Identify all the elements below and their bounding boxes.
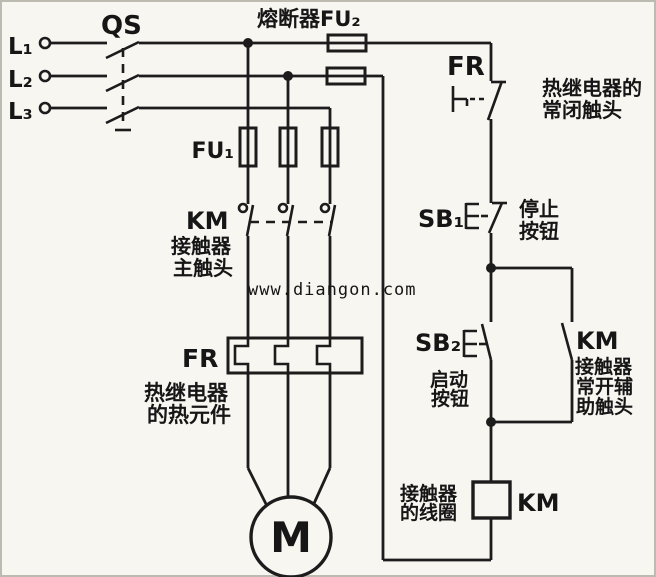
km-main-contacts: KM 接触器 主触头	[171, 202, 337, 338]
sb1-desc-1: 停止	[519, 197, 559, 221]
motor-wire-1-diag	[246, 467, 270, 509]
terminal-l3-icon	[38, 101, 52, 115]
fr-heater-box	[226, 336, 364, 375]
fr-nc-blade	[486, 80, 504, 121]
fu2-fuses: 熔断器FU₂	[257, 7, 368, 86]
fr-nc-contact: FR 热继电器的 常闭触头	[447, 52, 642, 203]
km-main-blade-2	[285, 204, 295, 237]
phase-l2-label: L₂	[8, 67, 33, 93]
fuse-icon	[278, 126, 298, 168]
km-main-desc-1: 接触器	[171, 234, 232, 258]
phase-terminals: L₁ L₂ L₃	[8, 34, 107, 125]
sb2-label: SB₂	[415, 329, 461, 357]
km-aux-desc-3: 助触头	[576, 395, 633, 418]
contact-terminal-icon	[277, 202, 289, 214]
motor-circle-icon	[249, 495, 333, 577]
sb2-actuator-icon	[462, 329, 477, 358]
km-coil-desc-2: 的线圈	[400, 501, 457, 524]
km-coil: KM 接触器 的线圈	[400, 422, 559, 560]
sb1-label: SB₁	[418, 205, 464, 233]
fr-heater-desc-2: 的热元件	[147, 403, 231, 427]
fr-nc-label: FR	[447, 52, 485, 82]
phase-l1-label: L₁	[8, 34, 33, 60]
fuse-icon	[320, 126, 340, 168]
fr-nc-desc-1: 热继电器的	[542, 76, 642, 100]
heater-element-icon	[315, 338, 332, 373]
bus-wires	[139, 38, 491, 204]
power-circuit: L₁ L₂ L₃ QS	[8, 7, 491, 577]
coil-box-icon	[471, 480, 512, 520]
heater-element-icon	[233, 338, 250, 373]
km-coil-desc-1: 接触器	[400, 482, 458, 505]
km-aux-desc-1: 接触器	[575, 355, 633, 378]
km-aux-contact: KM 接触器 常开辅 助触头	[491, 266, 633, 424]
km-aux-blade	[560, 322, 574, 361]
km-main-desc-2: 主触头	[173, 256, 233, 280]
fr-heater-label: FR	[182, 344, 218, 373]
heater-element-icon	[273, 338, 290, 373]
fuse-icon	[325, 66, 367, 86]
km-aux-label: KM	[576, 327, 618, 355]
watermark-text: www.diangon.com	[248, 280, 417, 300]
sb1-blade	[487, 202, 504, 234]
km-main-blade-3	[327, 204, 337, 237]
fu2-label: 熔断器FU₂	[257, 7, 361, 31]
contact-terminal-icon	[319, 202, 331, 214]
km-main-blade-1	[245, 204, 255, 237]
sb2-start-button: SB₂ 启动 按钮	[415, 268, 496, 427]
motor-label: M	[270, 513, 312, 562]
km-main-label: KM	[186, 207, 228, 235]
sb2-blade	[480, 323, 493, 361]
km-aux-desc-2: 常开辅	[576, 375, 633, 398]
km-coil-label: KM	[517, 489, 559, 517]
sb1-actuator-icon	[464, 202, 479, 230]
fuse-icon	[326, 33, 368, 53]
motor-wire-3-diag	[310, 467, 332, 509]
control-circuit: FR 热继电器的 常闭触头 SB₁ 停止 按钮 SB₂ 启动	[381, 43, 642, 562]
motor: M	[246, 373, 333, 577]
control-rails	[381, 43, 493, 562]
terminal-l2-icon	[38, 69, 52, 83]
phase-l3-label: L₃	[8, 99, 33, 125]
fuse-icon	[238, 126, 258, 168]
terminal-l1-icon	[38, 36, 52, 50]
contact-terminal-icon	[237, 202, 249, 214]
fr-heater: FR 热继电器 的热元件	[144, 336, 364, 427]
qs-disconnect-switch: QS	[101, 11, 142, 132]
fu1-label: FU₁	[191, 139, 234, 164]
qs-label: QS	[101, 11, 142, 41]
fr-heater-desc-1: 热继电器	[144, 381, 229, 405]
fu1-fuses: FU₁	[191, 126, 340, 168]
sb2-desc-2: 按钮	[431, 387, 469, 410]
sb1-desc-2: 按钮	[519, 219, 559, 243]
fr-nc-bimetal-icon	[451, 86, 469, 112]
fr-nc-desc-2: 常闭触头	[542, 98, 622, 122]
sb2-desc-1: 启动	[430, 368, 468, 391]
sb1-stop-button: SB₁ 停止 按钮	[418, 197, 559, 273]
